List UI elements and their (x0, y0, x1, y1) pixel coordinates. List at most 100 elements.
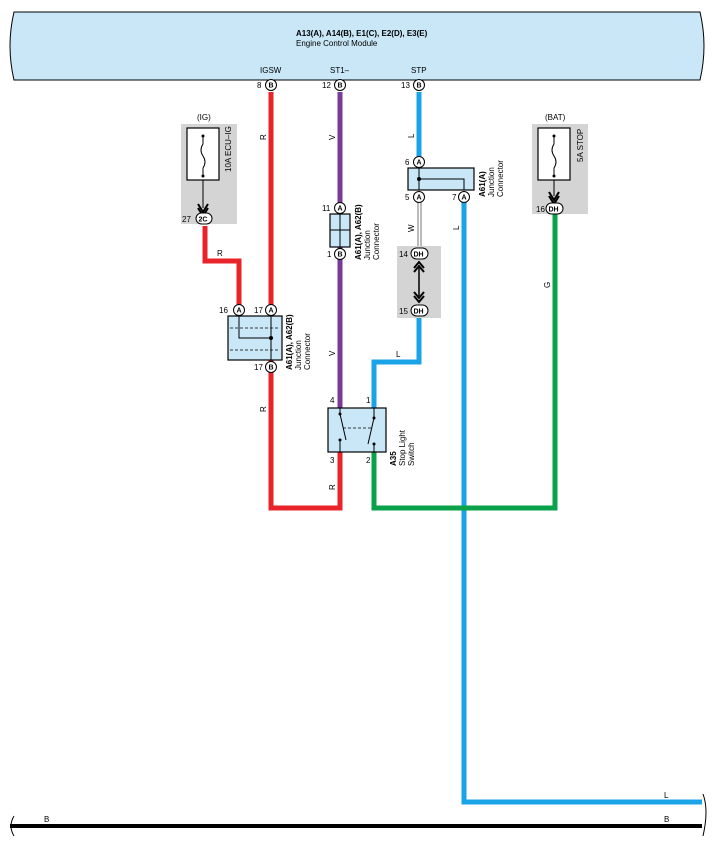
wire-blue-ground (461, 200, 702, 805)
label-v-upper: V (328, 134, 337, 140)
switch-name2: Switch (407, 442, 416, 466)
fuse-bat-pin-conn-shape (545, 202, 564, 215)
jc-top-desc1: Junction (487, 167, 496, 197)
jc-left-pin17a-conn: A (269, 308, 274, 315)
label-b-left: B (44, 815, 49, 824)
jc-mid-pin1-num: 1 (327, 250, 332, 259)
ecm-pin-num-12: 12 (322, 81, 331, 90)
switch-body (327, 407, 387, 453)
ecm-pin-name-st1: ST1– (330, 66, 350, 75)
fuse-bat-group: (BAT) (545, 113, 566, 122)
fuse-ig-dot-bottom (201, 174, 205, 178)
ecm-pin-8-circle (265, 79, 277, 91)
ground-bracket-right (702, 793, 707, 837)
label-v-lower: V (328, 350, 337, 356)
jc-mid-desc1: Junction (363, 230, 372, 260)
fuse-bat-icon (551, 136, 557, 176)
switch-name1: Stop Light (398, 429, 407, 466)
switch-dot-1 (338, 412, 342, 416)
wire-blue-switch (371, 316, 422, 408)
jc-mid-pin1 (334, 248, 346, 260)
inline-connector-dh: 14 DH 15 DH (397, 246, 441, 318)
switch-pin4: 4 (330, 396, 335, 405)
switch-dot-4 (372, 442, 376, 446)
jc-mid-desc2: Connector (372, 223, 381, 260)
inline-conn-pin14-shape (410, 247, 429, 260)
fuse-ig-block: (IG) 10A ECU–IG 27 2C (181, 113, 237, 225)
label-g: G (543, 282, 552, 288)
jc-mid-pin11-conn: A (338, 206, 343, 213)
ecm-pin-12-circle (334, 79, 346, 91)
jc-left-pin17b-conn: B (269, 365, 274, 372)
wire-red-igsw (268, 92, 343, 511)
jc-top-pin7-num: 7 (452, 193, 457, 202)
label-w: W (407, 224, 416, 232)
label-r-lower: R (259, 406, 268, 412)
inline-conn-pin14-conn: DH (414, 252, 424, 259)
jc-left-id: A61(A), A62(B) (285, 314, 294, 370)
fuse-ig-dot-top (201, 134, 205, 138)
wire-green-stop (371, 214, 558, 511)
inline-conn-pin14-num: 14 (399, 250, 408, 259)
ecm-pin-num-13: 13 (401, 81, 410, 90)
jc-left-pin16-num: 16 (219, 306, 228, 315)
jc-left-pin17b (265, 361, 277, 373)
jc-left-node (269, 336, 273, 340)
jc-mid-grid (330, 214, 350, 247)
jc-mid-pin1-conn: B (338, 252, 343, 259)
fuse-bat-pin-conn: DH (549, 207, 559, 214)
jc-left-pin17b-num: 17 (254, 363, 263, 372)
ecm-pin-name-igsw: IGSW (260, 66, 282, 75)
fuse-bat-name: 5A STOP (576, 129, 585, 162)
junction-connector-left: 16 A 17 A 17 B A61(A), A62(B) Junction C… (219, 304, 312, 373)
ecm-codes: A13(A), A14(B), E1(C), E2(D), E3(E) (296, 29, 428, 38)
jc-top-pin5-conn: A (417, 195, 422, 202)
jc-mid-pin11-num: 11 (322, 204, 331, 213)
jc-top-desc2: Connector (496, 160, 505, 197)
fuse-ig-icon (200, 136, 206, 176)
ecm-pin-num-8: 8 (257, 81, 262, 90)
wire-color-labels: R R R R V V L W L L L G B B (44, 133, 669, 824)
jc-left-desc1: Junction (294, 340, 303, 370)
engine-control-module: A13(A), A14(B), E1(C), E2(D), E3(E) Engi… (9, 11, 705, 81)
switch-pin2: 2 (366, 456, 371, 465)
ecm-pin-8-conn: B (269, 83, 274, 90)
jc-top-pin7 (458, 191, 470, 203)
label-b-right: B (664, 815, 669, 824)
stop-light-switch: 4 1 3 2 A35 Stop Light Switch (327, 396, 416, 466)
label-l-ground-vert: L (452, 225, 461, 230)
wire-white (417, 200, 422, 250)
junction-connector-mid: 11 A 1 B A61(A), A62(B) Junction Connect… (322, 202, 381, 260)
label-l-ground-horiz: L (664, 791, 669, 800)
label-r-bottom: R (328, 484, 337, 490)
jc-left-dash (230, 327, 280, 351)
fuse-bat-block: (BAT) 5A STOP 16 DH (532, 113, 588, 215)
jc-mid-id: A61(A), A62(B) (354, 204, 363, 260)
fuse-ig-pin-num: 27 (182, 215, 191, 224)
jc-top-node (417, 177, 421, 181)
label-r-igsw: R (259, 134, 268, 140)
fuse-bat-dot-top (552, 134, 556, 138)
jc-top-id: A61(A) (478, 171, 487, 197)
jc-top-pin5 (413, 191, 425, 203)
ecm-pin-13-circle (413, 79, 425, 91)
label-l-stp: L (407, 133, 416, 138)
switch-dot-2 (338, 438, 342, 442)
ground-bracket-left (10, 815, 15, 837)
switch-pin3: 3 (330, 456, 335, 465)
switch-pin1: 1 (366, 396, 371, 405)
jc-top-pin5-num: 5 (405, 193, 410, 202)
fuse-ig-pin-conn-shape (195, 212, 213, 225)
jc-top-pin6-conn: A (417, 160, 422, 167)
ecm-box (9, 11, 705, 81)
wires (10, 92, 702, 828)
ecm-pins: IGSW ST1– STP 8 B 12 B 13 B (257, 66, 427, 91)
fuse-ig-pin-conn: 2C (199, 217, 208, 224)
ecm-pin-12-conn: B (338, 83, 343, 90)
inline-conn-pin15-num: 15 (399, 307, 408, 316)
junction-connector-top: 6 A 5 A 7 A A61(A) Junction Connector (405, 156, 505, 203)
fuse-bat-pin-num: 16 (536, 205, 545, 214)
jc-top-pin6-num: 6 (405, 158, 410, 167)
inline-conn-arrow-down (413, 291, 425, 304)
